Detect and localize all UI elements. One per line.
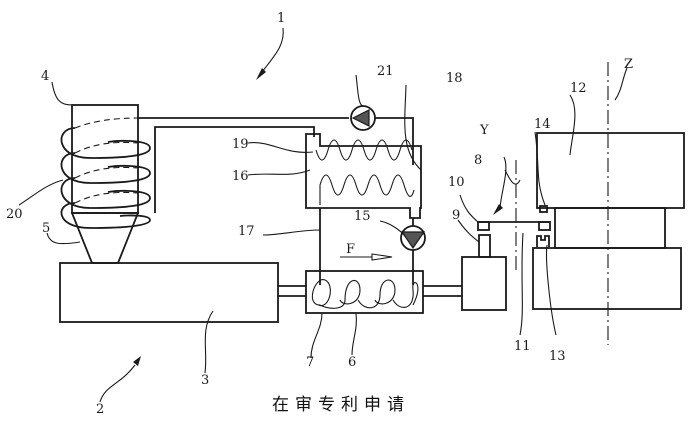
label-19: 19 <box>232 137 249 152</box>
tank-housing <box>305 133 422 219</box>
label-15: 15 <box>354 209 371 224</box>
label-Y: Y <box>479 123 489 138</box>
mold-middle <box>554 207 666 249</box>
gripper-10 <box>477 221 490 231</box>
flow-label: F <box>346 242 355 257</box>
holder-13 <box>536 235 550 247</box>
pipe-barrel-exchanger <box>278 285 306 297</box>
heat-exchanger <box>305 270 424 314</box>
caption: 在审专利申请 <box>272 395 410 415</box>
barrel <box>59 262 279 323</box>
hopper <box>71 104 139 214</box>
label-18: 18 <box>446 71 463 86</box>
label-10: 10 <box>448 175 465 190</box>
label-12: 12 <box>570 81 587 96</box>
actuator-rod <box>478 234 491 258</box>
gripper-right <box>538 221 551 231</box>
label-17: 17 <box>238 224 255 239</box>
label-16: 16 <box>232 169 249 184</box>
label-9: 9 <box>452 208 460 223</box>
label-21: 21 <box>377 64 394 79</box>
holder-14 <box>539 205 548 213</box>
pump-15 <box>400 225 426 251</box>
label-5: 5 <box>42 221 50 236</box>
tank-coil-upper <box>315 139 413 161</box>
mold-lower <box>532 247 682 310</box>
label-2: 2 <box>96 402 104 417</box>
heat-exchanger-coil <box>311 279 419 309</box>
pump-21 <box>350 105 376 131</box>
label-6: 6 <box>348 355 356 370</box>
mold-upper <box>536 132 685 209</box>
label-7: 7 <box>306 355 314 370</box>
label-13: 13 <box>549 349 566 364</box>
tank-coil-lower <box>319 174 415 205</box>
pipe-pump-21-to-tank <box>375 117 414 165</box>
pipe-hopper-return <box>154 126 315 213</box>
label-11: 11 <box>514 339 531 354</box>
hopper-coil <box>60 117 151 229</box>
label-4: 4 <box>41 69 49 84</box>
label-20: 20 <box>6 207 23 222</box>
hopper-funnel <box>70 212 140 264</box>
label-8: 8 <box>474 153 482 168</box>
label-14: 14 <box>534 117 551 132</box>
actuator <box>461 256 507 311</box>
flow-arrow: F <box>340 242 393 261</box>
label-3: 3 <box>201 373 209 388</box>
pipe-exchanger-actuator <box>423 285 462 297</box>
leader-lines <box>18 27 628 403</box>
label-1: 1 <box>277 11 285 26</box>
label-Z: Z <box>624 57 633 72</box>
